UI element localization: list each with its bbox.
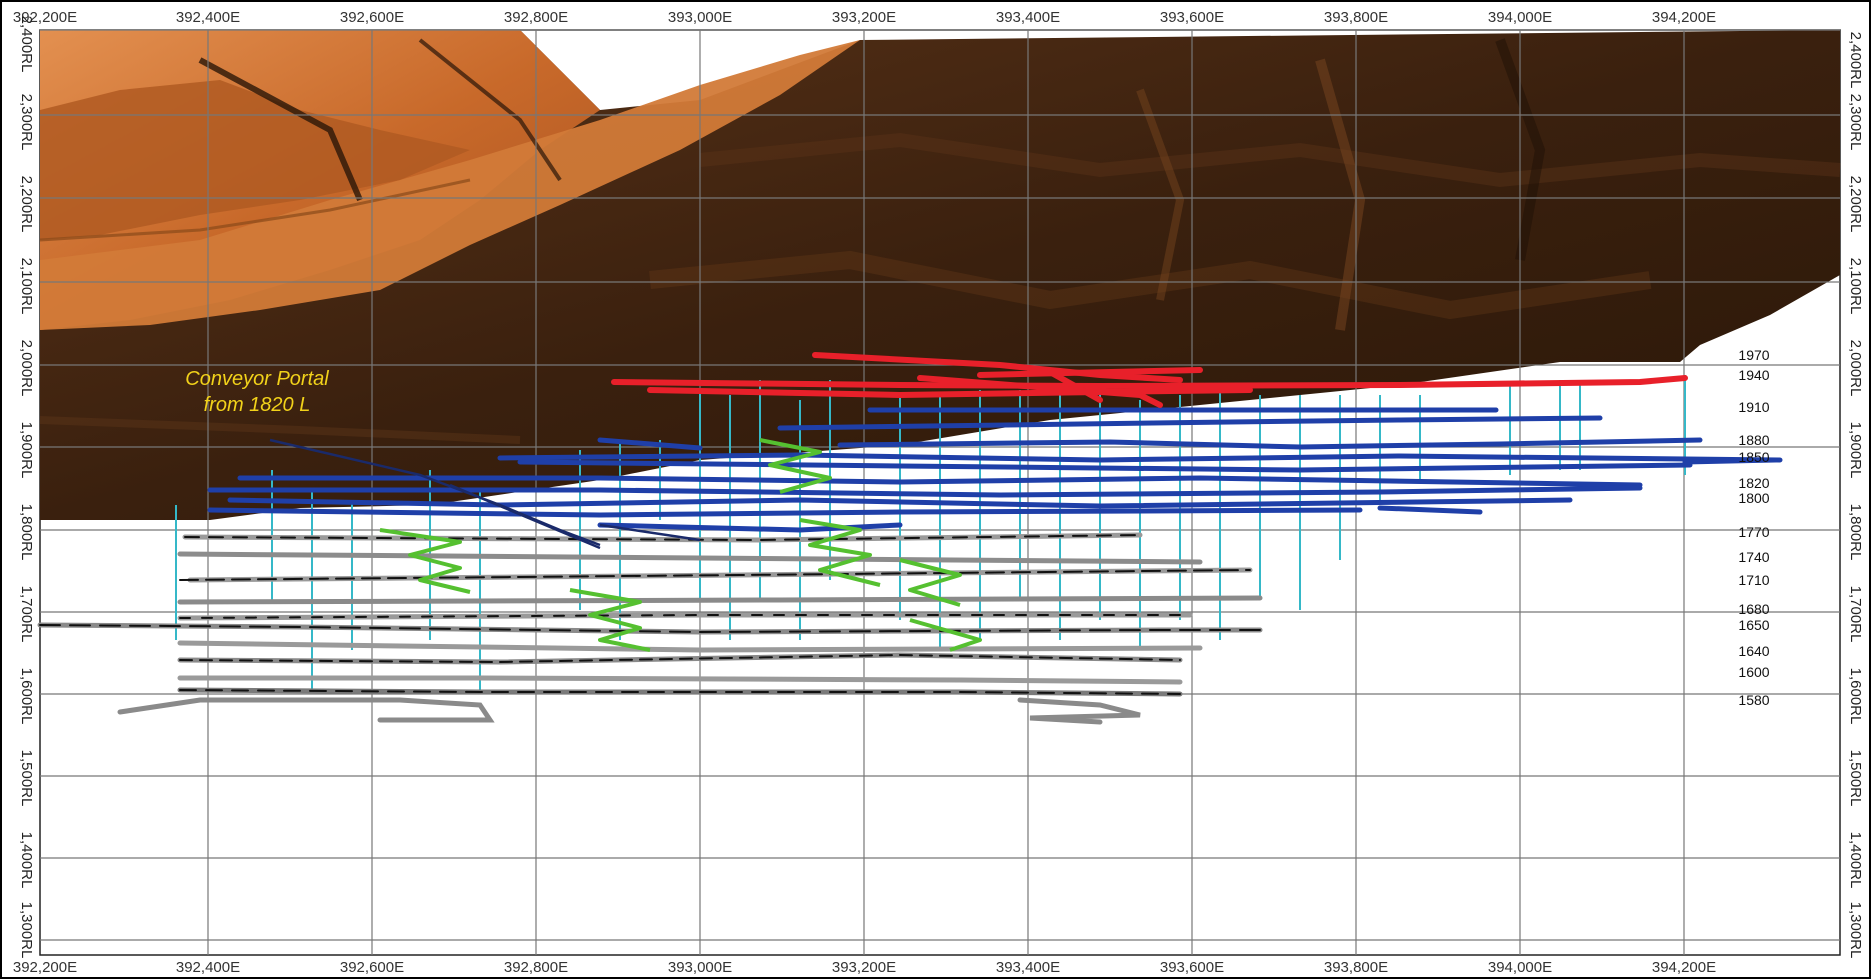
mid-levels — [207, 407, 1783, 533]
rl-label: 1,300RL — [18, 902, 35, 959]
rl-label: 2,000RL — [1847, 340, 1864, 397]
level-label: 1740 — [1738, 549, 1769, 565]
easting-label: 392,200E — [13, 959, 77, 976]
mid-level-access — [269, 438, 701, 550]
easting-label: 394,000E — [1488, 959, 1552, 976]
rl-label: 2,300RL — [1847, 94, 1864, 151]
rl-label: 2,100RL — [1847, 258, 1864, 315]
easting-label: 392,600E — [340, 9, 404, 26]
easting-label: 393,000E — [668, 9, 732, 26]
level-label: 1640 — [1738, 643, 1769, 659]
level-label: 1970 — [1738, 347, 1769, 363]
level-label: 1680 — [1738, 601, 1769, 617]
rl-label: 1,700RL — [1847, 586, 1864, 643]
easting-label: 393,600E — [1160, 959, 1224, 976]
level-label: 1600 — [1738, 664, 1769, 680]
rl-label: 2,100RL — [18, 258, 35, 315]
easting-label: 393,200E — [832, 959, 896, 976]
annotation-line-2: from 1820 L — [204, 394, 311, 416]
rl-label: 2,400RL — [18, 16, 35, 73]
easting-label: 393,600E — [1160, 9, 1224, 26]
rl-label: 1,400RL — [1847, 832, 1864, 889]
rl-label: 1,700RL — [18, 586, 35, 643]
easting-label: 394,200E — [1652, 9, 1716, 26]
rl-label: 1,600RL — [18, 668, 35, 725]
lower-levels — [37, 532, 1263, 725]
easting-label: 392,800E — [504, 959, 568, 976]
rl-label: 1,500RL — [1847, 750, 1864, 807]
level-label: 1710 — [1738, 572, 1769, 588]
rl-label: 1,400RL — [18, 832, 35, 889]
level-label: 1940 — [1738, 367, 1769, 383]
easting-label: 394,200E — [1652, 959, 1716, 976]
easting-label: 393,800E — [1324, 9, 1388, 26]
rl-label: 2,300RL — [18, 94, 35, 151]
rl-label: 2,200RL — [18, 176, 35, 233]
level-label: 1770 — [1738, 524, 1769, 540]
upper-levels — [611, 352, 1688, 408]
level-label: 1850 — [1738, 449, 1769, 465]
rl-label: 1,600RL — [1847, 668, 1864, 725]
rl-label: 2,000RL — [18, 340, 35, 397]
easting-labels-top: 392,200E 392,400E 392,600E 392,800E 393,… — [13, 9, 1716, 26]
rl-label: 1,500RL — [18, 750, 35, 807]
easting-labels-bottom: 392,200E 392,400E 392,600E 392,800E 393,… — [13, 959, 1716, 976]
level-label: 1880 — [1738, 432, 1769, 448]
annotation-line-1: Conveyor Portal — [185, 368, 329, 390]
level-labels: 1970 1940 1910 1880 1850 1820 1800 1770 … — [1738, 347, 1769, 708]
easting-label: 393,400E — [996, 959, 1060, 976]
easting-label: 393,400E — [996, 9, 1060, 26]
decline-ramp — [379, 438, 982, 652]
easting-label: 392,800E — [504, 9, 568, 26]
level-label: 1580 — [1738, 692, 1769, 708]
rl-label: 2,200RL — [1847, 176, 1864, 233]
easting-label: 394,000E — [1488, 9, 1552, 26]
level-label: 1820 — [1738, 475, 1769, 491]
conveyor-portal-annotation: Conveyor Portal from 1820 L — [185, 368, 329, 416]
rl-label: 2,400RL — [1847, 32, 1864, 89]
easting-label: 392,200E — [13, 9, 77, 26]
rl-label: 1,900RL — [18, 422, 35, 479]
easting-label: 392,400E — [176, 9, 240, 26]
level-label: 1650 — [1738, 617, 1769, 633]
rl-labels-right: 2,400RL 2,300RL 2,200RL 2,100RL 2,000RL … — [1847, 32, 1864, 959]
rl-label: 1,800RL — [18, 504, 35, 561]
level-label: 1800 — [1738, 490, 1769, 506]
easting-label: 393,800E — [1324, 959, 1388, 976]
level-label: 1910 — [1738, 399, 1769, 415]
rl-label: 1,900RL — [1847, 422, 1864, 479]
terrain-surface — [39, 30, 1841, 520]
easting-label: 392,600E — [340, 959, 404, 976]
rl-label: 1,800RL — [1847, 504, 1864, 561]
easting-label: 393,000E — [668, 959, 732, 976]
easting-label: 393,200E — [832, 9, 896, 26]
rl-labels-left: 2,400RL 2,300RL 2,200RL 2,100RL 2,000RL … — [18, 16, 35, 959]
rl-label: 1,300RL — [1847, 902, 1864, 959]
easting-label: 392,400E — [176, 959, 240, 976]
